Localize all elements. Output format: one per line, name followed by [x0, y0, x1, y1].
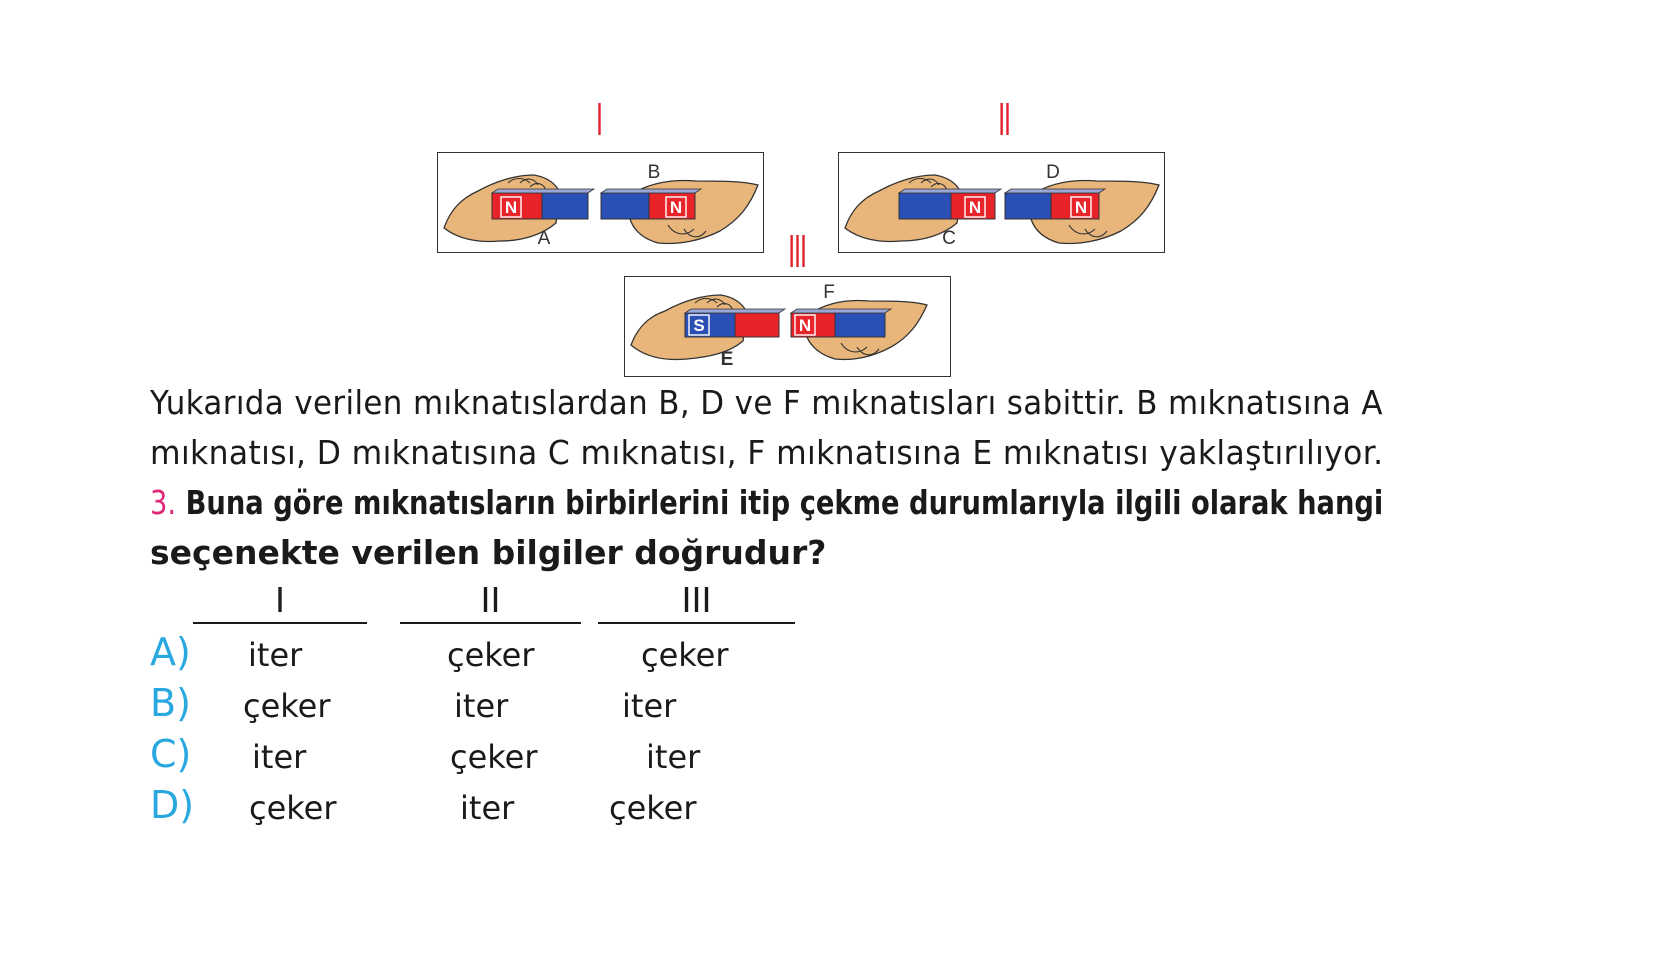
magnet-e-pole: S: [693, 316, 704, 335]
description-line-1: Yukarıda verilen mıknatıslardan B, D ve …: [150, 383, 1383, 422]
figure-2: N N D C: [838, 152, 1165, 253]
figure-label-1: I: [596, 93, 603, 145]
letter-d: D: [1046, 162, 1060, 183]
option-a-col-3: çeker: [641, 636, 729, 674]
letter-b: B: [648, 162, 661, 183]
magnet-b-pole: N: [670, 198, 682, 217]
option-c-letter[interactable]: C): [150, 732, 192, 776]
letter-a: A: [538, 228, 551, 249]
question-line-1: 3. Buna göre mıknatısların birbirlerini …: [150, 483, 1383, 522]
magnet-a-pole: N: [505, 198, 517, 217]
option-d-col-1: çeker: [249, 789, 337, 827]
question-line-2: seçenekte verilen bilgiler doğrudur?: [150, 533, 827, 572]
description-line-2: mıknatısı, D mıknatısına C mıknatısı, F …: [150, 433, 1384, 472]
column-header-3: III: [598, 578, 795, 624]
option-b-col-3: iter: [622, 687, 677, 725]
option-d-col-2: iter: [460, 789, 515, 827]
figure-1: N N B A: [437, 152, 764, 253]
letter-f: F: [823, 282, 835, 303]
magnet-b: N: [599, 188, 703, 220]
magnet-pair-1-illustration: N N B A: [443, 162, 759, 249]
figure-3: S N F E: [624, 276, 951, 377]
magnet-e: S: [683, 308, 787, 338]
column-header-1: I: [193, 578, 367, 624]
letter-c: C: [942, 228, 956, 249]
option-c-col-1: iter: [252, 738, 307, 776]
option-d-letter[interactable]: D): [150, 783, 195, 827]
column-header-2: II: [400, 578, 581, 624]
option-b-col-1: çeker: [243, 687, 331, 725]
option-b-col-2: iter: [454, 687, 509, 725]
letter-e: E: [721, 349, 734, 370]
magnet-a: N: [490, 188, 596, 220]
option-a-col-1: iter: [248, 636, 303, 674]
question-number: 3.: [150, 483, 177, 522]
magnet-f: N: [789, 308, 893, 338]
magnet-f-pole: N: [799, 316, 811, 335]
option-d-col-3: çeker: [609, 789, 697, 827]
option-c-col-2: çeker: [450, 738, 538, 776]
figure-label-3: III: [788, 225, 807, 277]
magnet-d: N: [1003, 188, 1107, 220]
magnet-pair-2-illustration: N N D C: [844, 162, 1160, 249]
magnet-d-pole: N: [1075, 198, 1087, 217]
magnet-c-pole: N: [969, 198, 981, 217]
question-text-1: Buna göre mıknatısların birbirlerini iti…: [185, 483, 1384, 522]
option-c-col-3: iter: [646, 738, 701, 776]
magnet-c: N: [897, 188, 1003, 220]
figure-label-2: II: [998, 93, 1011, 145]
option-b-letter[interactable]: B): [150, 681, 191, 725]
magnet-pair-3-illustration: S N F E: [630, 282, 928, 370]
option-a-letter[interactable]: A): [150, 630, 191, 674]
option-a-col-2: çeker: [447, 636, 535, 674]
